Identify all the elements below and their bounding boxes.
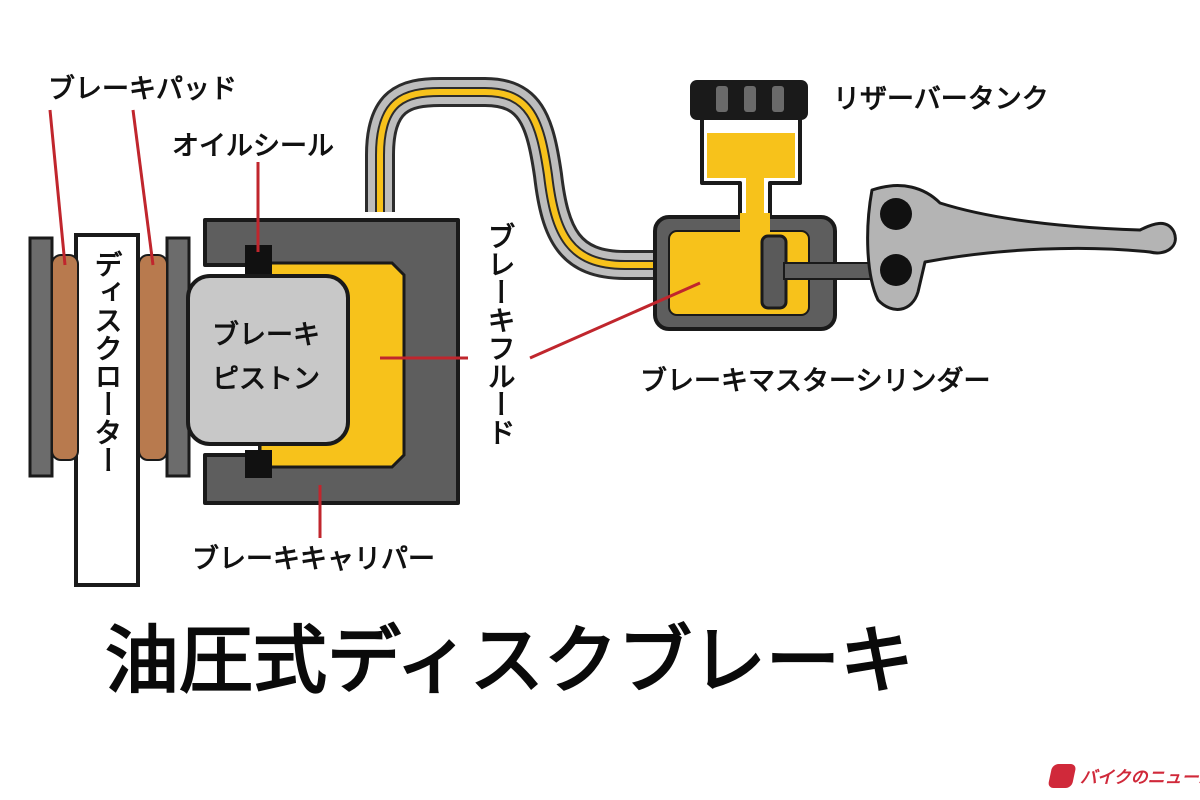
master-piston — [760, 234, 788, 310]
rotor-plate-left — [28, 236, 54, 478]
brake-lever — [866, 184, 1177, 311]
leader-brake-pad-left — [48, 109, 67, 266]
brake-pad-right — [138, 254, 168, 461]
brake-caliper — [186, 218, 460, 505]
leader-brake-pad-right — [131, 109, 155, 266]
diagram-title: 油圧式ディスクブレーキ — [105, 618, 914, 704]
label-brake-caliper: ブレーキキャリパー — [192, 543, 435, 575]
master-cylinder — [653, 213, 895, 331]
label-oil-seal: オイルシール — [172, 131, 334, 162]
reservoir-tank — [690, 80, 808, 224]
label-brake-fluid: ブレーキフルード — [484, 222, 517, 446]
hose-fluid — [377, 89, 668, 268]
rotor-plate-right — [165, 236, 191, 478]
leader-fluid-master — [529, 281, 701, 360]
lever-pin — [880, 254, 912, 286]
leader-lines — [48, 109, 701, 538]
watermark-text: バイクのニュース — [1080, 768, 1200, 788]
label-brake-pad: ブレーキパッド — [48, 73, 237, 105]
label-brake-piston-line1: ブレーキ — [212, 319, 320, 351]
oil-seal-bottom — [245, 450, 272, 478]
reservoir-fluid — [707, 133, 795, 222]
label-reservoir-tank: リザーバータンク — [833, 84, 1049, 115]
watermark-logo: バイクのニュース — [1048, 764, 1200, 788]
label-master-cylinder: ブレーキマスターシリンダー — [640, 365, 990, 397]
logo-badge-icon — [1048, 764, 1076, 788]
label-disc-rotor: ディスクローター — [91, 250, 124, 474]
lever-pivot — [880, 198, 912, 230]
label-brake-piston-line2: ピストン — [212, 364, 320, 395]
brake-hose — [365, 77, 668, 280]
brake-pad-left — [51, 254, 79, 461]
brake-piston — [186, 274, 350, 446]
